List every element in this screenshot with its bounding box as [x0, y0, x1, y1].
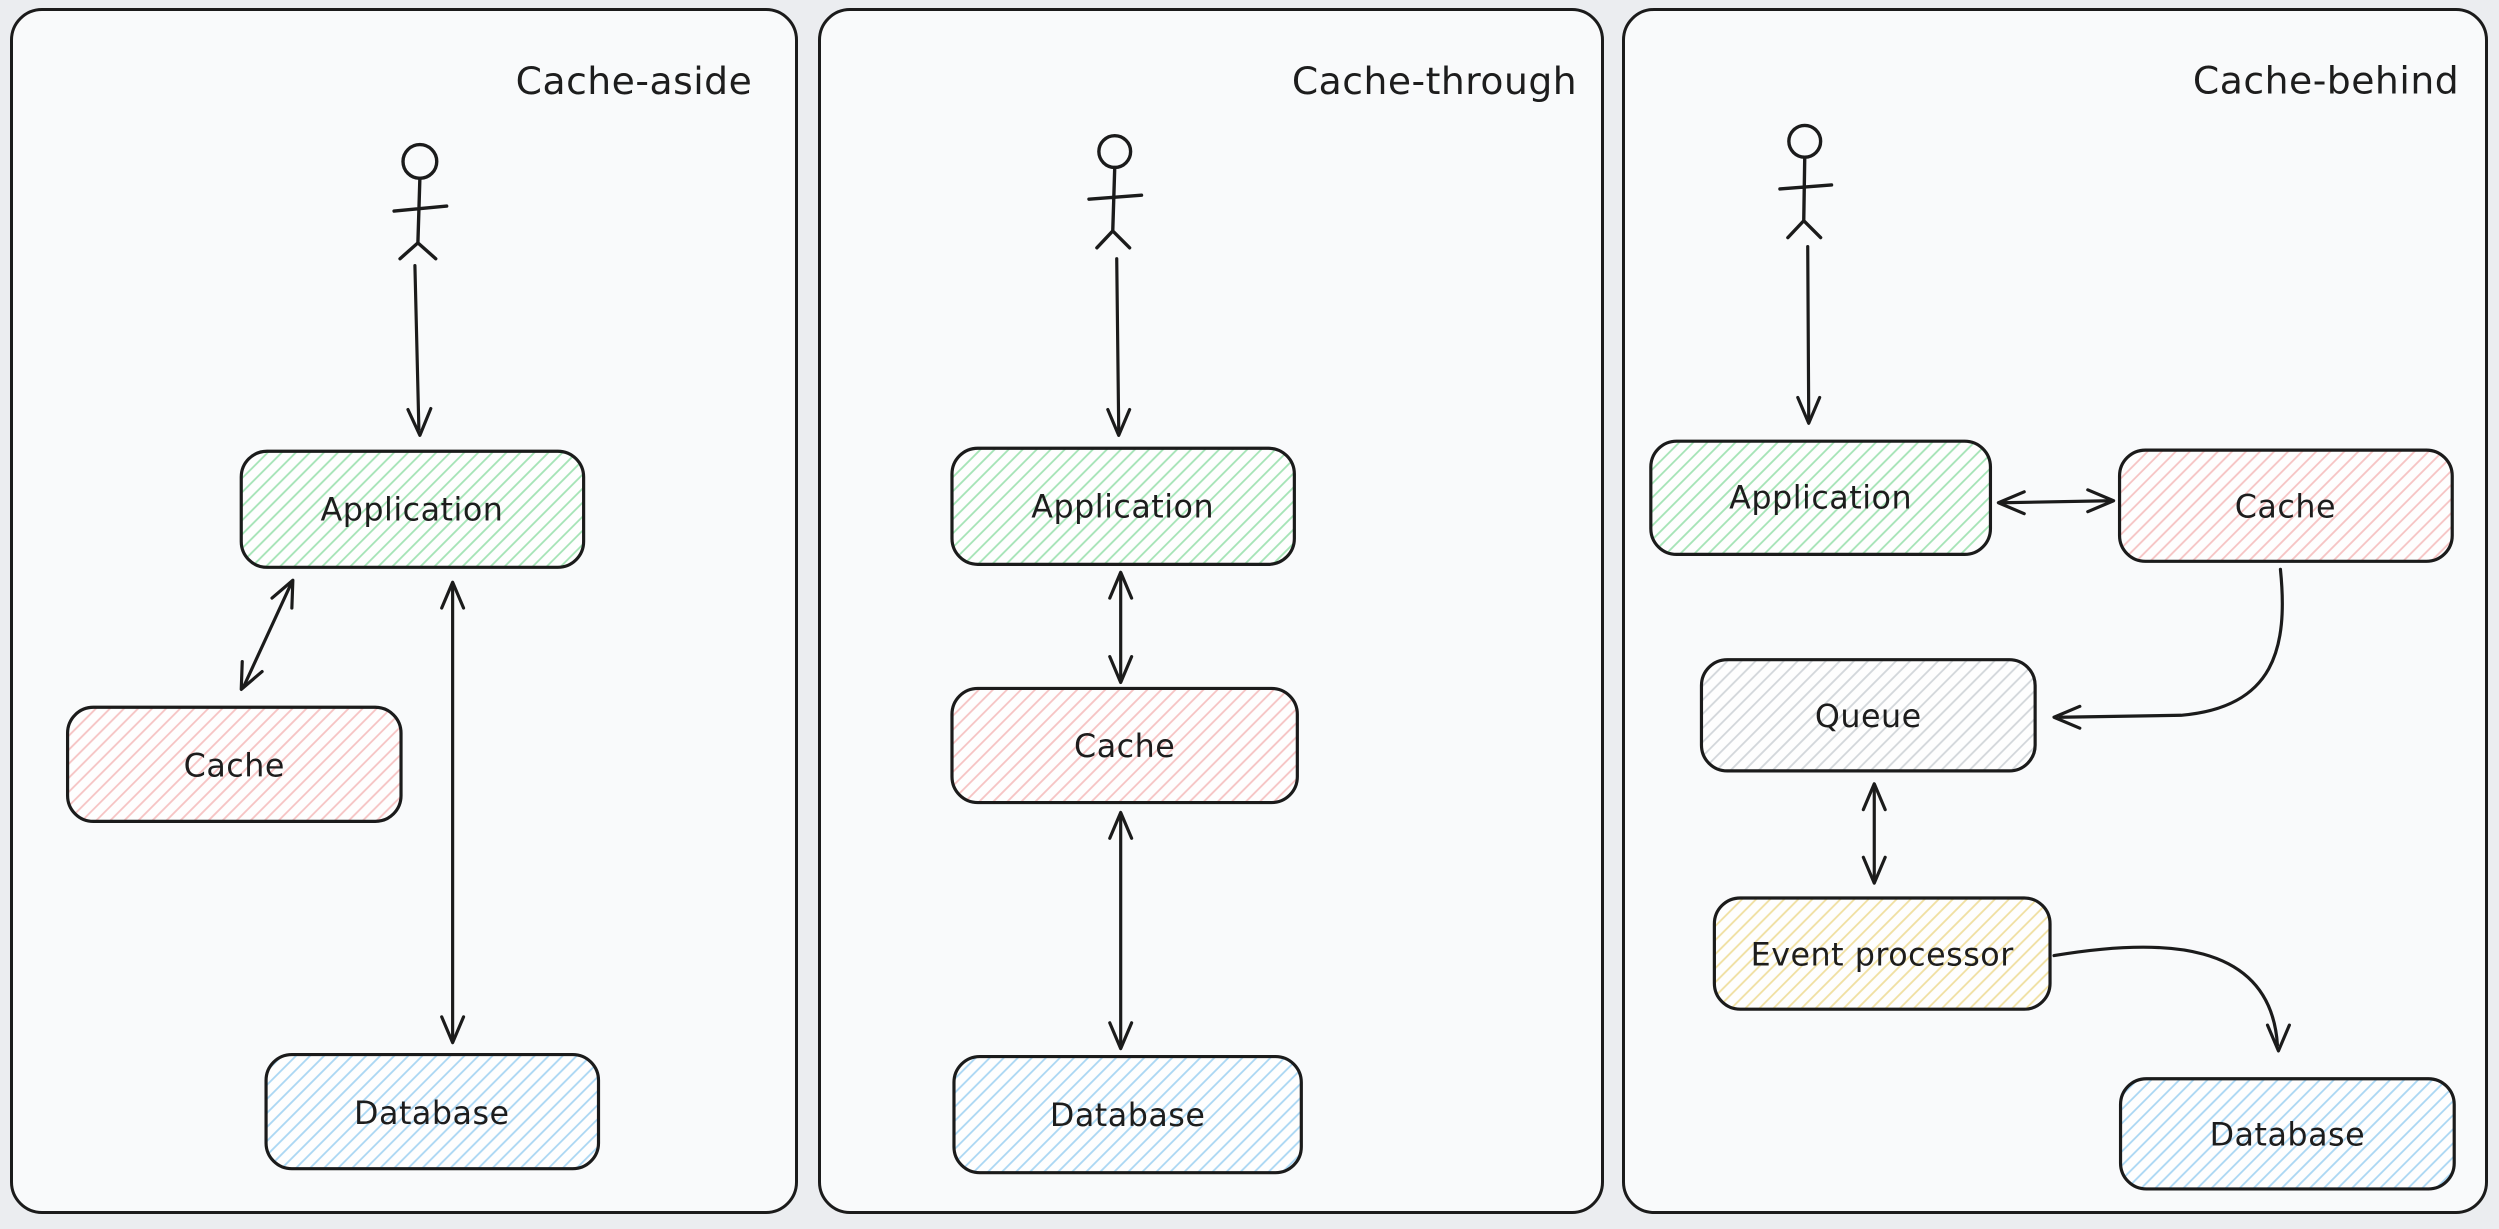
node-database: Database [264, 1053, 601, 1171]
panel-title: Cache-aside [516, 59, 753, 103]
node-event-processor: Event processor [1712, 896, 2052, 1011]
node-event-processor-label: Event processor [1751, 938, 2015, 974]
arrow-application-database-bidirectional [440, 580, 466, 1045]
arrow-queue-event-processor-bidirectional [1861, 782, 1887, 885]
node-cache: Cache [950, 686, 1299, 805]
node-database: Database [2118, 1077, 2456, 1191]
cache-behind-diagram: Cache-behind Application Cache [1649, 59, 2459, 1191]
node-queue-label: Queue [1815, 699, 1922, 735]
node-database-label: Database [2210, 1117, 2366, 1153]
arrow-user-to-application [1796, 244, 1822, 425]
cache-through-diagram: Cache-through Application Cache [950, 59, 1577, 1175]
person-icon [392, 142, 449, 261]
node-application: Application [950, 446, 1296, 566]
node-cache-label: Cache [184, 749, 285, 785]
panel-cache-behind: Cache-behind Application Cache [1622, 8, 2488, 1214]
arrow-application-cache-bidirectional [1108, 570, 1134, 685]
panel-title: Cache-behind [2193, 59, 2459, 103]
node-application: Application [1649, 439, 1993, 556]
panel-cache-through: Cache-through Application Cache [818, 8, 1604, 1214]
node-application-label: Application [1729, 481, 1912, 517]
node-database: Database [952, 1054, 1303, 1175]
arrow-application-cache-bidirectional [239, 578, 295, 691]
person-icon [1087, 133, 1144, 250]
panel-title: Cache-through [1292, 59, 1577, 103]
arrow-user-to-application [1106, 257, 1132, 437]
node-cache: Cache [2117, 448, 2454, 563]
node-cache: Cache [65, 705, 403, 823]
arrow-user-to-application [406, 264, 433, 437]
node-application-label: Application [321, 493, 504, 529]
arrow-application-cache-bidirectional [1996, 488, 2116, 516]
panel-cache-aside: Cache-aside Application [10, 8, 798, 1214]
arrow-cache-database-bidirectional [1108, 810, 1134, 1051]
node-queue: Queue [1699, 658, 2037, 773]
node-database-label: Database [1050, 1098, 1205, 1134]
node-cache-label: Cache [2235, 490, 2336, 526]
node-application: Application [239, 449, 586, 569]
node-database-label: Database [354, 1096, 509, 1132]
arrow-cache-to-queue [2052, 567, 2284, 730]
node-application-label: Application [1031, 490, 1214, 526]
person-icon [1778, 123, 1834, 240]
arrow-event-processor-to-database [2052, 945, 2291, 1053]
cache-aside-diagram: Cache-aside Application [65, 59, 753, 1171]
node-cache-label: Cache [1074, 729, 1175, 765]
